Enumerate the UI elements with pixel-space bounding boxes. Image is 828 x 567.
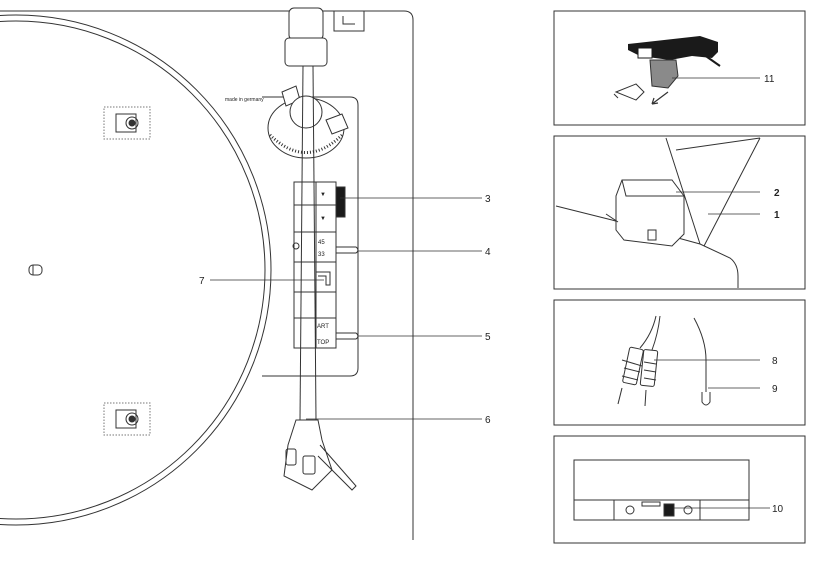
switch-label-stop: TOP xyxy=(317,340,329,346)
callout-10: 10 xyxy=(772,504,784,515)
brand-text: made in germany xyxy=(225,97,264,103)
speed-switch xyxy=(336,246,359,254)
hinge-tab xyxy=(333,10,365,32)
hinge-tab-mark xyxy=(342,16,355,25)
callout-4: 4 xyxy=(485,247,491,258)
ground-wire xyxy=(693,317,711,406)
callout-9: 9 xyxy=(772,384,778,395)
turntable-top-view xyxy=(0,7,414,540)
plinth-edge xyxy=(555,205,739,288)
callout-lines-main xyxy=(210,197,482,420)
stylus xyxy=(614,83,645,101)
panel-headshell: 11 xyxy=(553,10,806,126)
callout-1: 1 xyxy=(774,210,780,221)
callout-11: 11 xyxy=(764,74,775,85)
transport-screw-lower xyxy=(103,402,151,436)
speed-label-33: 33 xyxy=(318,252,325,258)
spindle xyxy=(28,264,43,276)
panel-cover-hinge: 2 1 xyxy=(553,135,806,290)
cartridge xyxy=(649,59,679,89)
start-stop-switch xyxy=(336,332,359,340)
tonearm-tube xyxy=(299,65,317,421)
transport-screw-upper xyxy=(103,106,151,140)
plinth-outline xyxy=(0,10,414,540)
callout-5: 5 xyxy=(485,332,491,343)
hinge-block xyxy=(615,179,685,247)
panel-back: 10 xyxy=(553,435,806,544)
cue-lever xyxy=(335,186,346,218)
switch-label-start: ART xyxy=(317,324,329,330)
callout-2: 2 xyxy=(774,188,780,199)
callout-8: 8 xyxy=(772,356,778,367)
tonearm-counterweight-top xyxy=(284,7,328,67)
cue-arrow-down: ▼ xyxy=(320,216,326,222)
cue-arrow-up: ▼ xyxy=(320,192,326,198)
rca-cable xyxy=(617,315,661,407)
platter xyxy=(0,14,272,526)
callout-6: 6 xyxy=(485,415,491,426)
speed-label-45: 45 xyxy=(318,240,325,246)
panel-cables: 8 9 xyxy=(553,299,806,426)
callout-7: 7 xyxy=(199,276,205,287)
headshell xyxy=(283,419,357,491)
arm-rest xyxy=(316,271,331,286)
tonearm-mount xyxy=(281,85,349,135)
remove-arrow xyxy=(651,91,669,105)
callout-3: 3 xyxy=(485,194,491,205)
